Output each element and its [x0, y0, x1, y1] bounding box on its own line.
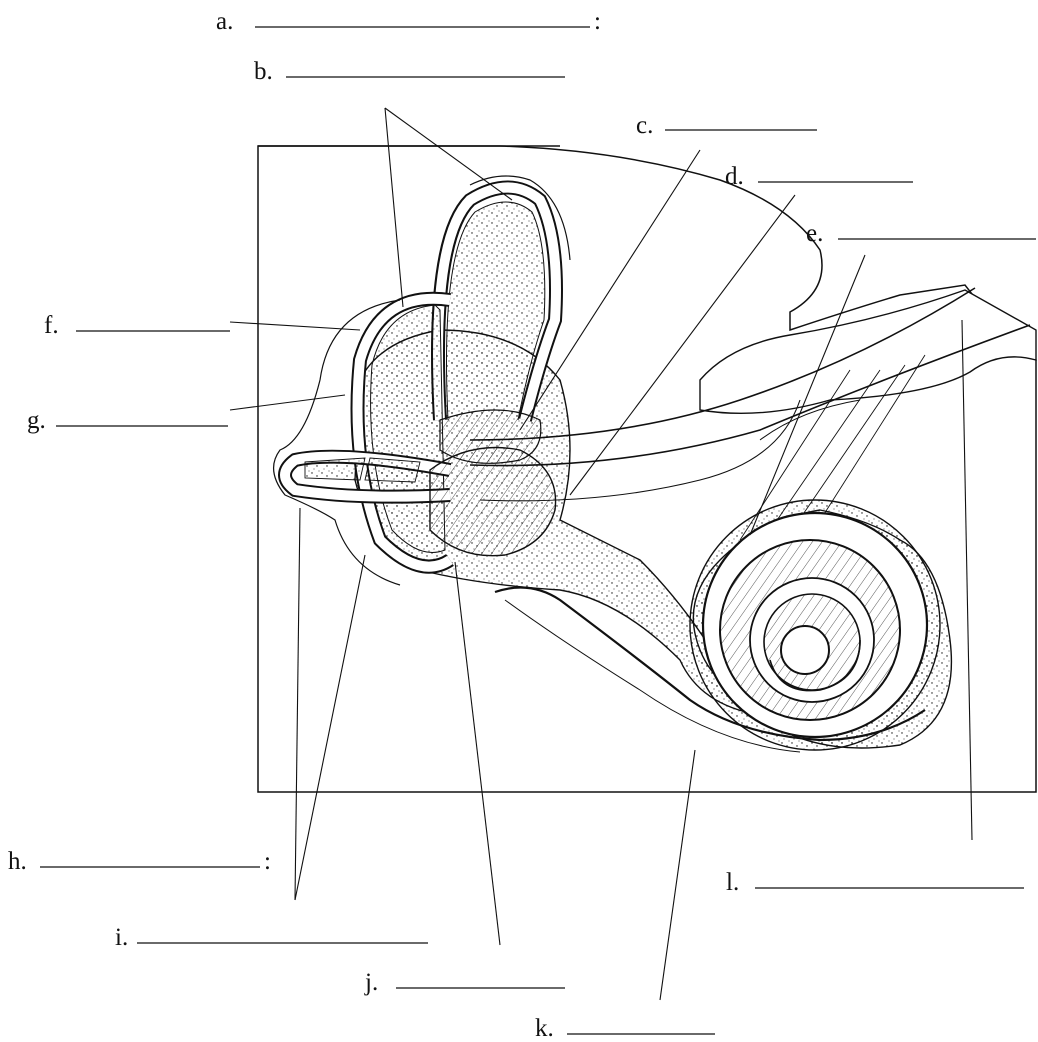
leader-f [230, 322, 360, 330]
leader-l [962, 320, 972, 840]
label-h-letter: h. [8, 848, 27, 875]
label-j: j. [364, 969, 565, 996]
label-h: h. : [8, 848, 271, 875]
label-f: f. [44, 312, 230, 339]
leader-j [455, 562, 500, 945]
label-c: c. [636, 112, 817, 139]
label-e: e. [806, 220, 1036, 247]
label-c-letter: c. [636, 112, 653, 139]
label-a: a. : [216, 8, 601, 35]
leader-g [230, 395, 345, 410]
label-d-letter: d. [725, 163, 744, 190]
label-b-letter: b. [254, 58, 273, 85]
leader-b2 [385, 108, 512, 200]
label-g: g. [27, 407, 228, 434]
label-l-letter: l. [726, 869, 739, 896]
label-k: k. [535, 1015, 715, 1042]
utricle-saccule [430, 410, 556, 556]
label-l: l. [726, 869, 1024, 896]
label-d: d. [725, 163, 913, 190]
leader-h1 [295, 508, 300, 900]
label-h-suffix: : [264, 848, 271, 875]
leader-c [520, 150, 700, 430]
label-j-letter: j. [364, 969, 378, 996]
label-k-letter: k. [535, 1015, 554, 1042]
label-a-letter: a. [216, 8, 233, 35]
label-b: b. [254, 58, 565, 85]
label-a-suffix: : [594, 8, 601, 35]
leader-b [385, 108, 403, 307]
label-i-letter: i. [115, 924, 128, 951]
label-e-letter: e. [806, 220, 823, 247]
label-g-letter: g. [27, 407, 46, 434]
leader-k [660, 750, 695, 1000]
cochlea [690, 500, 940, 750]
label-f-letter: f. [44, 312, 59, 339]
leader-h2 [295, 555, 365, 900]
label-i: i. [115, 924, 428, 951]
internal-auditory-canal [700, 290, 1036, 440]
